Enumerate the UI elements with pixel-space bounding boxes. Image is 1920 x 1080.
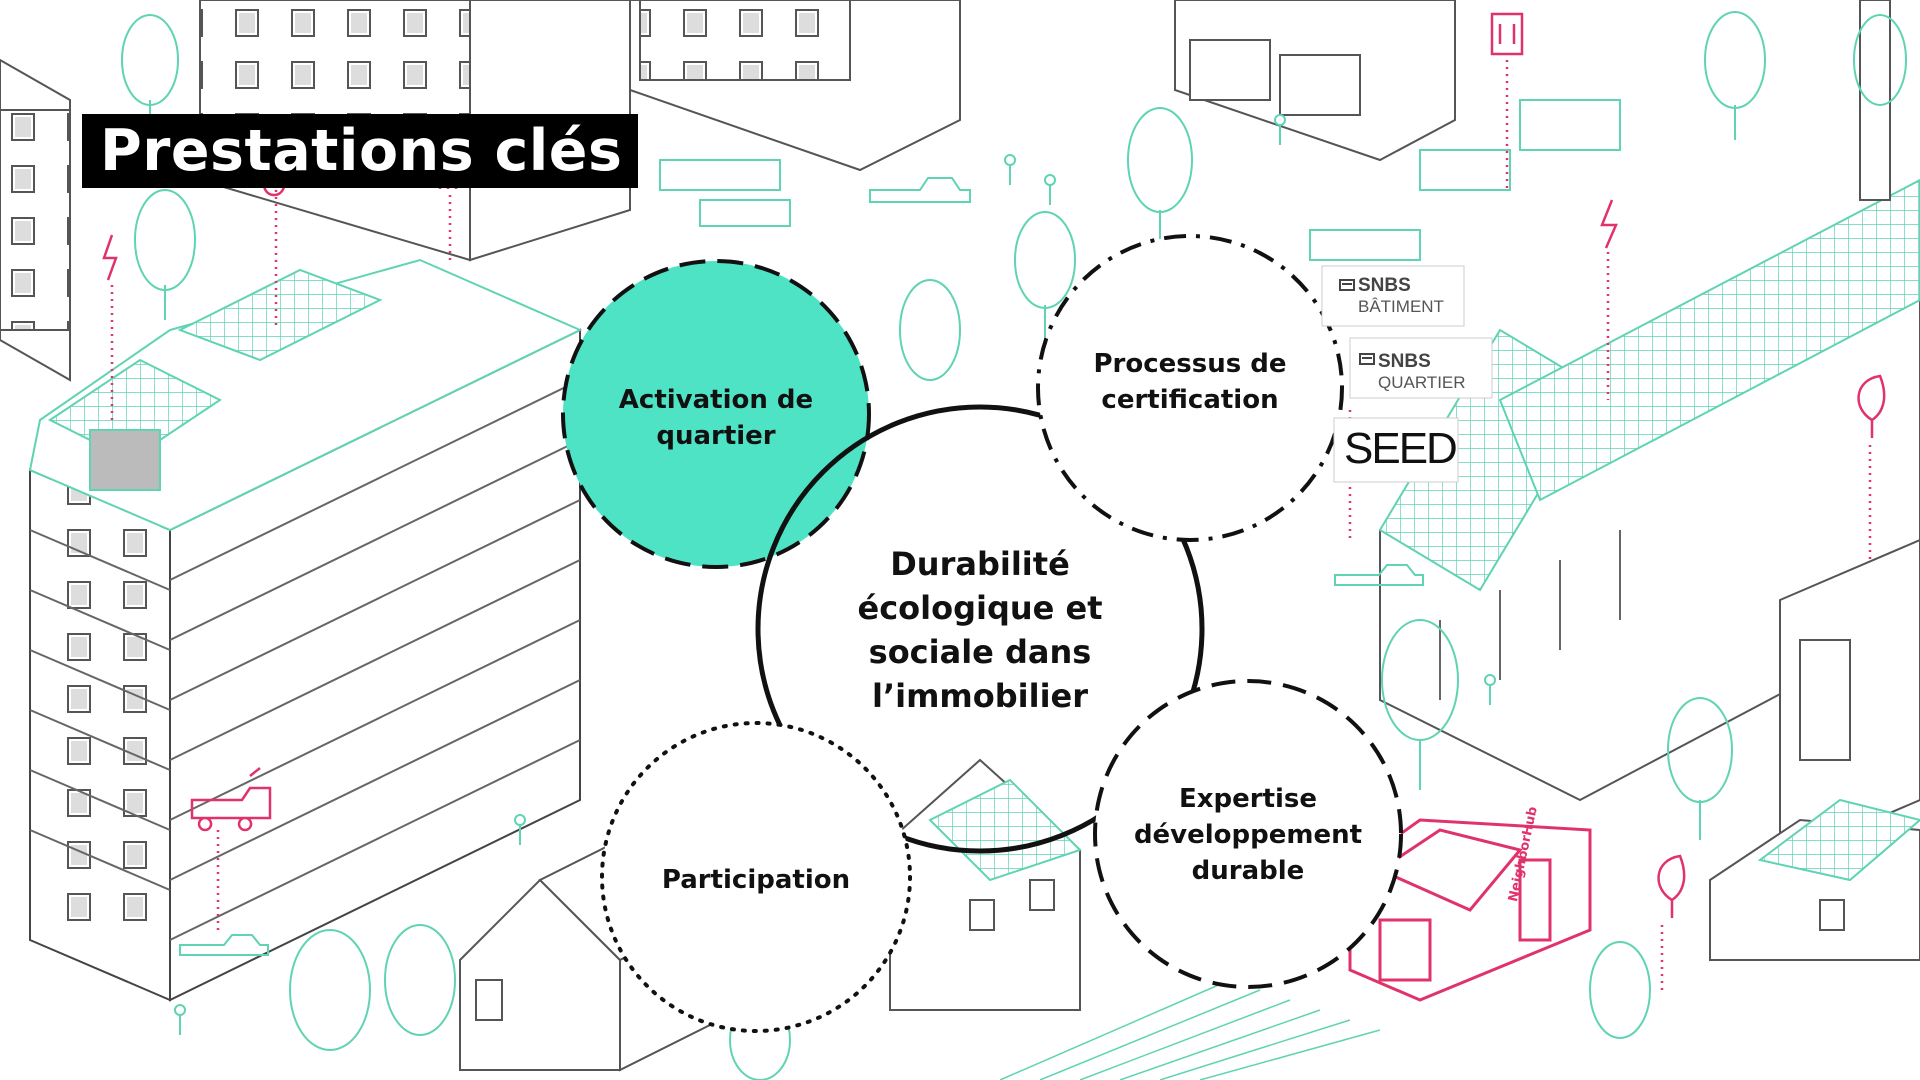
center-label: Durabilité écologique et sociale dans l’… xyxy=(820,540,1140,720)
node-line: Activation de xyxy=(618,385,814,415)
node-line: quartier xyxy=(656,421,776,451)
snbs-batiment-badge: SNBS BÂTIMENT xyxy=(1358,276,1468,318)
node-activation-label: Activation de quartier xyxy=(596,380,836,456)
node-expertise-circle xyxy=(1093,679,1403,989)
snbs-sub: QUARTIER xyxy=(1378,373,1466,392)
center-line: l’immobilier xyxy=(871,677,1089,715)
leaf-icon xyxy=(1857,374,1886,438)
building-right-lower xyxy=(1779,538,1920,862)
node-expertise-label: Expertise développement durable xyxy=(1118,780,1378,890)
node-line: Processus de xyxy=(1093,349,1287,379)
snbs-mark: SNBS xyxy=(1358,275,1411,296)
diagram xyxy=(561,234,1403,1033)
node-participation-label: Participation xyxy=(636,860,876,900)
title-box xyxy=(82,114,638,188)
electric-car-icon xyxy=(190,767,272,832)
building-main-left xyxy=(28,258,583,1002)
lightning-icon xyxy=(1600,199,1618,249)
node-line: durable xyxy=(1191,856,1305,886)
food-icon xyxy=(1490,12,1524,56)
snbs-sub: BÂTIMENT xyxy=(1358,297,1444,316)
node-participation-circle xyxy=(600,721,912,1033)
node-line: Expertise xyxy=(1178,784,1318,814)
node-line: certification xyxy=(1101,385,1279,415)
neighbor-hub-building xyxy=(1348,818,1592,1002)
leaf-icon xyxy=(1657,854,1686,918)
building-top-center xyxy=(629,0,961,172)
center-line: sociale dans xyxy=(868,633,1092,671)
center-circle xyxy=(755,404,1205,854)
node-line: développement xyxy=(1133,820,1363,850)
snbs-mark: SNBS xyxy=(1378,351,1431,372)
building-top-right xyxy=(1174,0,1456,162)
seed-logo: SEED xyxy=(1344,424,1458,473)
node-certification-label: Processus de certification xyxy=(1070,344,1310,420)
lightning-icon xyxy=(102,234,118,281)
node-certification-circle xyxy=(1036,234,1344,542)
field-rows xyxy=(999,979,1381,1080)
trees xyxy=(121,11,1907,1080)
people-and-furniture xyxy=(174,99,1621,1035)
label-badges xyxy=(1321,265,1493,483)
node-line: Participation xyxy=(661,865,851,895)
center-line: écologique et xyxy=(857,589,1103,627)
page-title: Prestations clés xyxy=(100,118,623,184)
node-activation-circle xyxy=(561,259,871,569)
house-bottom-right xyxy=(1709,798,1920,961)
center-line: Durabilité xyxy=(890,545,1070,583)
snbs-quartier-badge: SNBS QUARTIER xyxy=(1378,352,1488,394)
house-bottom-center xyxy=(889,758,1082,1011)
